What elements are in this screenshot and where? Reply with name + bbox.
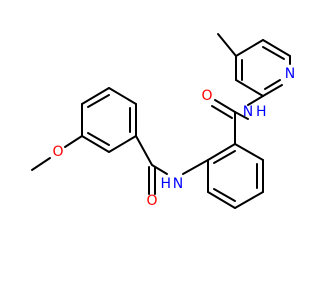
bond-carbonyl2-n bbox=[234, 111, 249, 120]
bond-ring2-f bbox=[207, 143, 236, 161]
bond-ring2-c bbox=[234, 191, 264, 209]
bond-pyr-a bbox=[262, 84, 283, 97]
atom-nitrogen-amide-1: N bbox=[173, 176, 183, 192]
bond-ring1-b-inner bbox=[87, 94, 110, 108]
bond-ring2-b bbox=[207, 191, 236, 209]
bond-ring1-e bbox=[108, 135, 137, 153]
bond-ring1-b bbox=[81, 87, 110, 105]
bond-ring1-carbonyl bbox=[135, 135, 153, 166]
bond-pyr-d bbox=[235, 39, 264, 57]
atom-oxygen-carbonyl-2: O bbox=[201, 88, 212, 104]
bonds bbox=[31, 33, 291, 209]
bond-carbonyl2-o-b bbox=[211, 105, 233, 119]
bond-pyr-methyl bbox=[217, 33, 237, 57]
bond-ring1-f bbox=[81, 135, 110, 153]
bond-n1-ring2 bbox=[182, 159, 209, 175]
atom-hydrogen-amide-1: H bbox=[160, 176, 171, 192]
bond-ring2-b-inner bbox=[213, 188, 236, 202]
bond-pyr-f bbox=[235, 79, 264, 97]
atom-labels: O N H O N H O N bbox=[52, 66, 295, 209]
bond-ring1-f-inner bbox=[87, 132, 110, 146]
bond-ring2-e bbox=[234, 143, 264, 161]
molecule-diagram: O N H O N H O N bbox=[31, 33, 295, 209]
bond-pyr-c-inner bbox=[262, 46, 285, 60]
atom-nitrogen-amide-2: N bbox=[243, 104, 253, 120]
bond-o-ring bbox=[64, 135, 83, 148]
bond-carbonyl2-o-a bbox=[214, 99, 236, 113]
bond-pyr-c bbox=[262, 39, 291, 57]
bond-ring1-c bbox=[108, 87, 137, 105]
atom-oxygen-carbonyl-1: O bbox=[146, 193, 157, 209]
bond-ring2-f-inner bbox=[213, 150, 236, 164]
atom-oxygen-ether: O bbox=[52, 144, 63, 160]
atom-nitrogen-pyridine: N bbox=[285, 66, 295, 82]
bond-methyl-o bbox=[31, 157, 51, 171]
bond-n2-pyridine bbox=[247, 95, 264, 106]
structure-svg: O N H O N H O N bbox=[31, 33, 295, 209]
atom-hydrogen-amide-2: H bbox=[256, 104, 267, 120]
bond-pyr-a-inner bbox=[264, 79, 281, 90]
bond-carbonyl1-n bbox=[151, 164, 168, 175]
